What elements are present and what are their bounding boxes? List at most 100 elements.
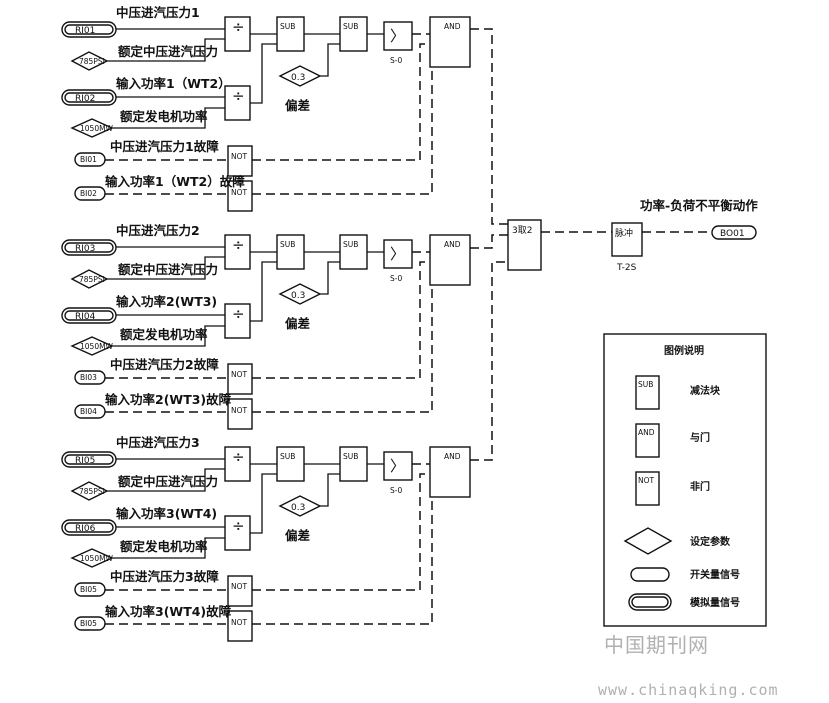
not-label: NOT <box>231 618 248 627</box>
not-gate-2 <box>227 180 253 212</box>
and2-to-vote-line <box>470 234 508 249</box>
divide-block-power <box>224 85 251 121</box>
rated-power-value: 1050MW <box>80 342 114 351</box>
not-label: NOT <box>231 370 248 379</box>
legend-switch-symbol <box>630 567 670 582</box>
and-gate <box>429 446 471 498</box>
fault1-switch-signal <box>74 582 106 597</box>
not-gate-1 <box>227 363 253 395</box>
fault2-tag: BI05 <box>80 619 97 628</box>
divide-symbol: ÷ <box>232 305 245 323</box>
fault2-switch-signal <box>74 404 106 419</box>
rated-power-param <box>70 548 114 568</box>
power-label: 输入功率1（WT2） <box>116 76 231 91</box>
divide-symbol: ÷ <box>232 87 245 105</box>
bias-value: 0.3 <box>291 503 305 513</box>
rated-power-label: 额定发电机功率 <box>120 327 208 342</box>
legend-not-symbol-text: NOT <box>638 476 655 485</box>
and3-to-vote-line <box>470 261 508 461</box>
rated-pressure-value: 785PSI <box>79 57 105 66</box>
fault2-switch-signal <box>74 186 106 201</box>
legend-param-desc: 设定参数 <box>690 535 731 548</box>
compare-label: S-0 <box>390 486 402 495</box>
fault1-switch-signal <box>74 152 106 167</box>
fault1-tag: BI01 <box>80 155 97 164</box>
legend-frame <box>603 333 767 627</box>
fault2-tag: BI04 <box>80 407 97 416</box>
legend-and-symbol <box>635 423 660 458</box>
pressure-tag: RI01 <box>75 26 95 36</box>
rated-pressure-param <box>70 481 109 501</box>
power-label: 输入功率2(WT3) <box>116 294 217 309</box>
sub-label: SUB <box>343 22 358 31</box>
and-label: AND <box>444 452 461 461</box>
pressure-tag: RI05 <box>75 456 95 466</box>
fault2-label: 输入功率3(WT4)故障 <box>105 604 232 619</box>
rated-power-line <box>112 107 225 129</box>
divide2-to-sub1-line <box>250 261 277 322</box>
pressure-analog-signal-inner <box>64 24 114 35</box>
legend-not-symbol <box>635 471 660 506</box>
not-gate-2 <box>227 610 253 642</box>
legend-sub-symbol <box>635 375 660 410</box>
sub-label: SUB <box>280 240 295 249</box>
sub-label: SUB <box>280 452 295 461</box>
rated-pressure-line <box>107 38 225 62</box>
sub-label: SUB <box>280 22 295 31</box>
not2-to-and-line <box>252 271 440 413</box>
not1-to-and-line <box>252 261 430 379</box>
sub-block-2 <box>339 446 368 482</box>
rated-pressure-param <box>70 269 109 289</box>
fault2-tag: BI02 <box>80 189 97 198</box>
fault1-label: 中压进汽压力3故障 <box>110 569 219 584</box>
divide-block-pressure <box>224 446 251 482</box>
not-label: NOT <box>231 188 248 197</box>
and-label: AND <box>444 240 461 249</box>
bias-label: 偏差 <box>285 528 310 543</box>
not-label: NOT <box>231 152 248 161</box>
pulse-time-label: T-2S <box>616 263 637 273</box>
watermark-cn: 中国期刊网 <box>604 633 709 657</box>
output-label: 功率-负荷不平衡动作 <box>640 198 758 213</box>
legend-title: 图例说明 <box>664 344 704 357</box>
sub-block-2 <box>339 234 368 270</box>
fault1-switch-signal <box>74 370 106 385</box>
and1-to-vote-line <box>470 28 508 225</box>
output-tag: BO01 <box>720 229 745 239</box>
output-signal-bo01 <box>711 225 757 240</box>
sub-block-1 <box>276 16 305 52</box>
pulse-label: 脉冲 <box>615 227 633 239</box>
and-label: AND <box>444 22 461 31</box>
fault1-tag: BI05 <box>80 585 97 594</box>
not2-to-and-line <box>252 483 440 625</box>
rated-pressure-param <box>70 51 109 71</box>
bias-param <box>278 495 322 517</box>
pressure-label: 中压进汽压力1 <box>116 5 200 20</box>
sub-block-2 <box>339 16 368 52</box>
legend-sub-symbol-text: SUB <box>638 380 653 389</box>
vote-section: 3取2 脉冲 T-2S BO01 功率-负荷不平衡动作 <box>470 28 758 461</box>
rated-pressure-value: 785PSI <box>79 275 105 284</box>
bias-param <box>278 65 322 87</box>
legend-and-desc: 与门 <box>690 431 710 444</box>
legend-sub-desc: 减法块 <box>690 384 721 397</box>
power-analog-signal-inner <box>64 310 114 321</box>
power-tag: RI04 <box>75 312 96 322</box>
divide-symbol: ÷ <box>232 18 245 36</box>
and-gate <box>429 16 471 68</box>
bias-to-sub2-line <box>320 473 340 507</box>
compare-block <box>383 451 413 481</box>
compare-label: S-0 <box>390 274 402 283</box>
rated-power-value: 1050MW <box>80 554 114 563</box>
rated-power-value: 1050MW <box>80 124 114 133</box>
sub-label: SUB <box>343 452 358 461</box>
not2-to-and-line <box>252 53 440 195</box>
divide-symbol: ÷ <box>232 517 245 535</box>
divide-symbol: ÷ <box>232 448 245 466</box>
not1-to-and-line <box>252 43 430 161</box>
divide2-to-sub1-line <box>250 43 277 104</box>
compare-symbol: 〉 <box>390 27 405 45</box>
legend: 图例说明 SUB 减法块 AND 与门 NOT 非门 设定参数 开关量信号 模拟… <box>603 333 767 627</box>
